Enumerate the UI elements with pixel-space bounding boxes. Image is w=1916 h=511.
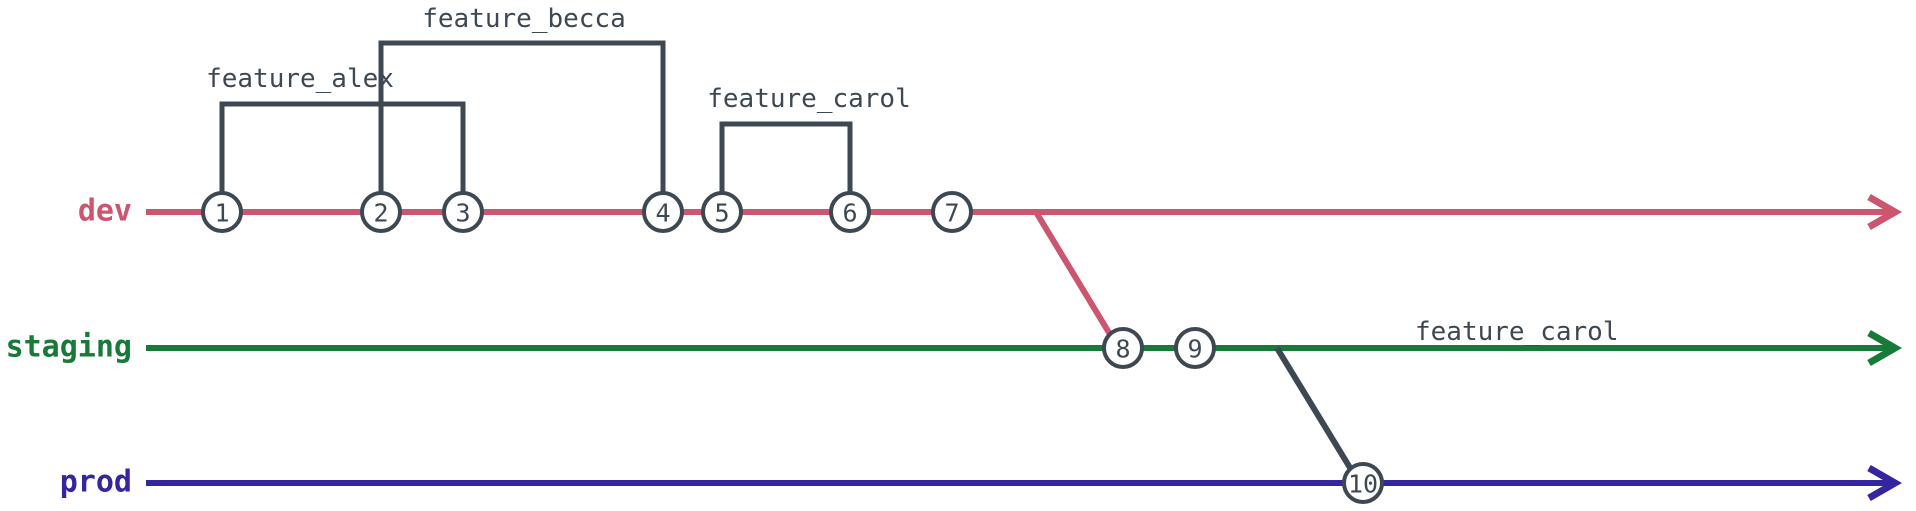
commit-node-1[interactable]: 1 (201, 191, 243, 233)
feature-branch-path-feature_alex (219, 101, 466, 212)
feature-branch-path-feature_becca (378, 40, 666, 212)
commit-number-10: 10 (1348, 470, 1378, 499)
commit-number-9: 9 (1187, 335, 1202, 364)
commit-node-2[interactable]: 2 (360, 191, 402, 233)
commit-number-8: 8 (1115, 335, 1130, 364)
merge-line-staging-to-prod (1274, 346, 1355, 473)
merge-label-staging-to-prod: feature_carol (1415, 317, 1619, 347)
commit-circle-1[interactable] (201, 191, 243, 233)
branch-lines-group (146, 193, 1903, 502)
feature-branch-label-feature_carol_dev: feature_carol (707, 84, 911, 114)
merge-line-dev-to-staging (1033, 210, 1114, 338)
feature-branch-path-feature_carol_dev (719, 121, 853, 212)
commit-circle-2[interactable] (360, 191, 402, 233)
commit-node-7[interactable]: 7 (931, 191, 973, 233)
branch-label-prod: prod (60, 465, 132, 500)
commit-number-3: 3 (455, 199, 470, 228)
commit-node-8[interactable]: 8 (1102, 327, 1144, 369)
branch-label-staging: staging (6, 330, 132, 365)
commit-number-4: 4 (655, 199, 670, 228)
feature-branch-label-feature_becca: feature_becca (422, 4, 626, 34)
commit-circle-8[interactable] (1102, 327, 1144, 369)
commit-node-3[interactable]: 3 (442, 191, 484, 233)
commit-number-5: 5 (714, 199, 729, 228)
feature-branch-labels-group: feature_alex feature_becca feature_carol (206, 4, 911, 114)
commit-node-9[interactable]: 9 (1174, 327, 1216, 369)
commit-nodes-group: 1 2 3 4 5 6 7 8 9 10 (201, 191, 1384, 504)
commit-number-2: 2 (373, 199, 388, 228)
commit-circle-7[interactable] (931, 191, 973, 233)
branch-arrow-staging (1867, 329, 1903, 367)
commit-circle-4[interactable] (642, 191, 684, 233)
commit-node-5[interactable]: 5 (701, 191, 743, 233)
feature-branch-label-feature_alex: feature_alex (206, 64, 394, 94)
merge-lines-group (1033, 210, 1355, 473)
merge-labels-group: feature_carol (1415, 317, 1619, 347)
commit-node-10[interactable]: 10 (1342, 462, 1384, 504)
branch-arrow-prod (1867, 464, 1903, 502)
commit-circle-10[interactable] (1342, 462, 1384, 504)
commit-number-1: 1 (214, 199, 229, 228)
commit-node-6[interactable]: 6 (829, 191, 871, 233)
branch-arrow-dev (1867, 193, 1903, 231)
commit-number-6: 6 (842, 199, 857, 228)
commit-circle-9[interactable] (1174, 327, 1216, 369)
commit-node-4[interactable]: 4 (642, 191, 684, 233)
commit-circle-5[interactable] (701, 191, 743, 233)
commit-circle-6[interactable] (829, 191, 871, 233)
feature-branch-paths-group (219, 40, 853, 212)
branch-labels-group: dev staging prod (6, 194, 132, 500)
commit-circle-3[interactable] (442, 191, 484, 233)
commit-number-7: 7 (944, 199, 959, 228)
branch-label-dev: dev (78, 194, 132, 229)
